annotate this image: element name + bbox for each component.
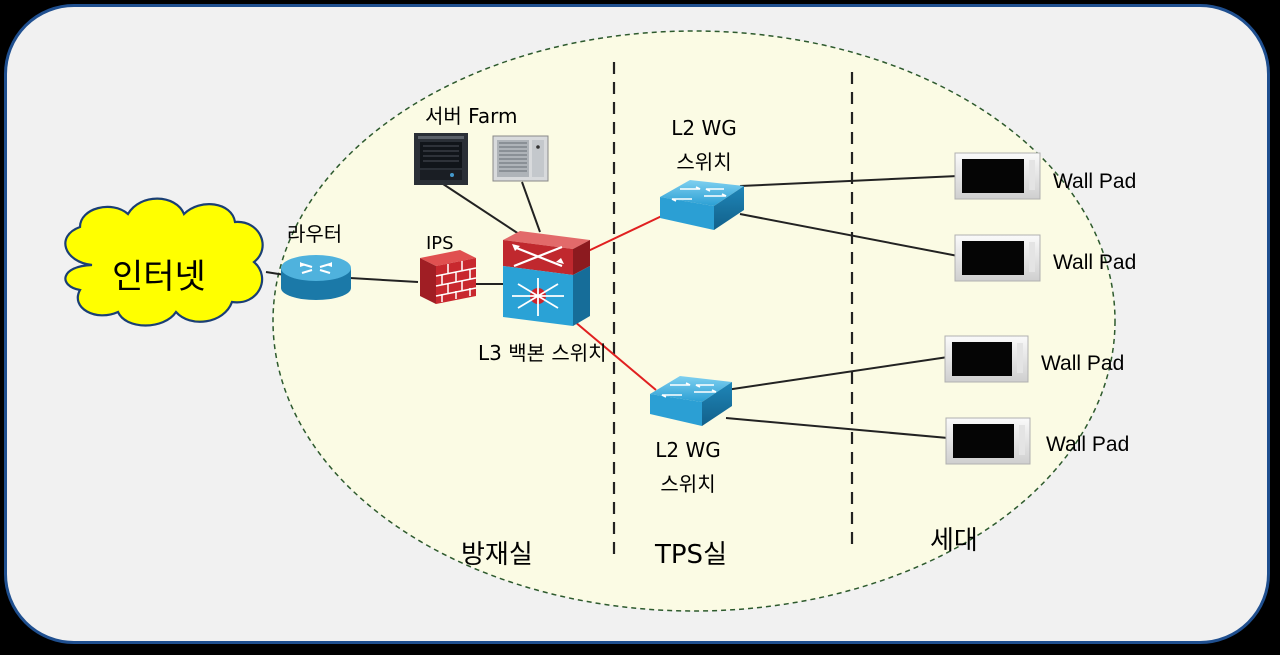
- link-l2top-wp2: [739, 213, 959, 257]
- internet-label: 인터넷: [112, 257, 206, 297]
- wallpad-label-4: Wall Pad: [1046, 433, 1130, 456]
- router-label: 라우터: [287, 222, 343, 246]
- link-l2bottom-wp3: [725, 356, 949, 391]
- zone-label-control-room: 방재실: [461, 540, 533, 570]
- link-server1-l3: [439, 181, 523, 237]
- ips-label: IPS: [426, 233, 454, 254]
- server-cabinet-icon: [492, 135, 549, 182]
- wallpad-device-icon-2: [954, 234, 1041, 282]
- link-l3-l2top: [585, 213, 667, 253]
- l3-backbone-label: L3 백본 스위치: [478, 341, 607, 365]
- network-zone-ellipse: [272, 30, 1116, 612]
- internet-cloud: [64, 197, 264, 327]
- l2-switch-bottom-icon: [650, 376, 732, 426]
- wallpad-label-1: Wall Pad: [1053, 170, 1137, 193]
- zone-label-household: 세대: [930, 526, 978, 556]
- link-l2top-wp1: [739, 175, 959, 187]
- router-icon: [281, 255, 351, 300]
- l2-bottom-label-line1: L2 WG: [655, 438, 721, 462]
- l2-switch-top-icon: [660, 180, 744, 230]
- l3-backbone-switch-icon: [503, 231, 590, 326]
- link-l3-l2bottom: [567, 315, 657, 391]
- server-rack-icon: [414, 133, 468, 185]
- links: [265, 175, 959, 439]
- link-server2-l3: [521, 181, 541, 233]
- link-router-ips: [349, 277, 419, 283]
- zone-label-tps-room: TPS실: [655, 540, 727, 570]
- wallpad-label-2: Wall Pad: [1053, 251, 1137, 274]
- l2-bottom-label-line2: 스위치: [660, 472, 716, 496]
- l2-top-label-line1: L2 WG: [671, 116, 737, 140]
- ips-firewall-icon: [420, 250, 477, 304]
- l2-top-label-line2: 스위치: [676, 150, 732, 174]
- wallpad-device-icon-3: [944, 335, 1029, 383]
- wallpad-label-3: Wall Pad: [1041, 352, 1125, 375]
- link-l2bottom-wp4: [725, 417, 949, 439]
- wallpad-device-icon-1: [954, 152, 1041, 200]
- wallpad-device-icon-4: [945, 417, 1031, 465]
- server-farm-label: 서버 Farm: [425, 104, 518, 128]
